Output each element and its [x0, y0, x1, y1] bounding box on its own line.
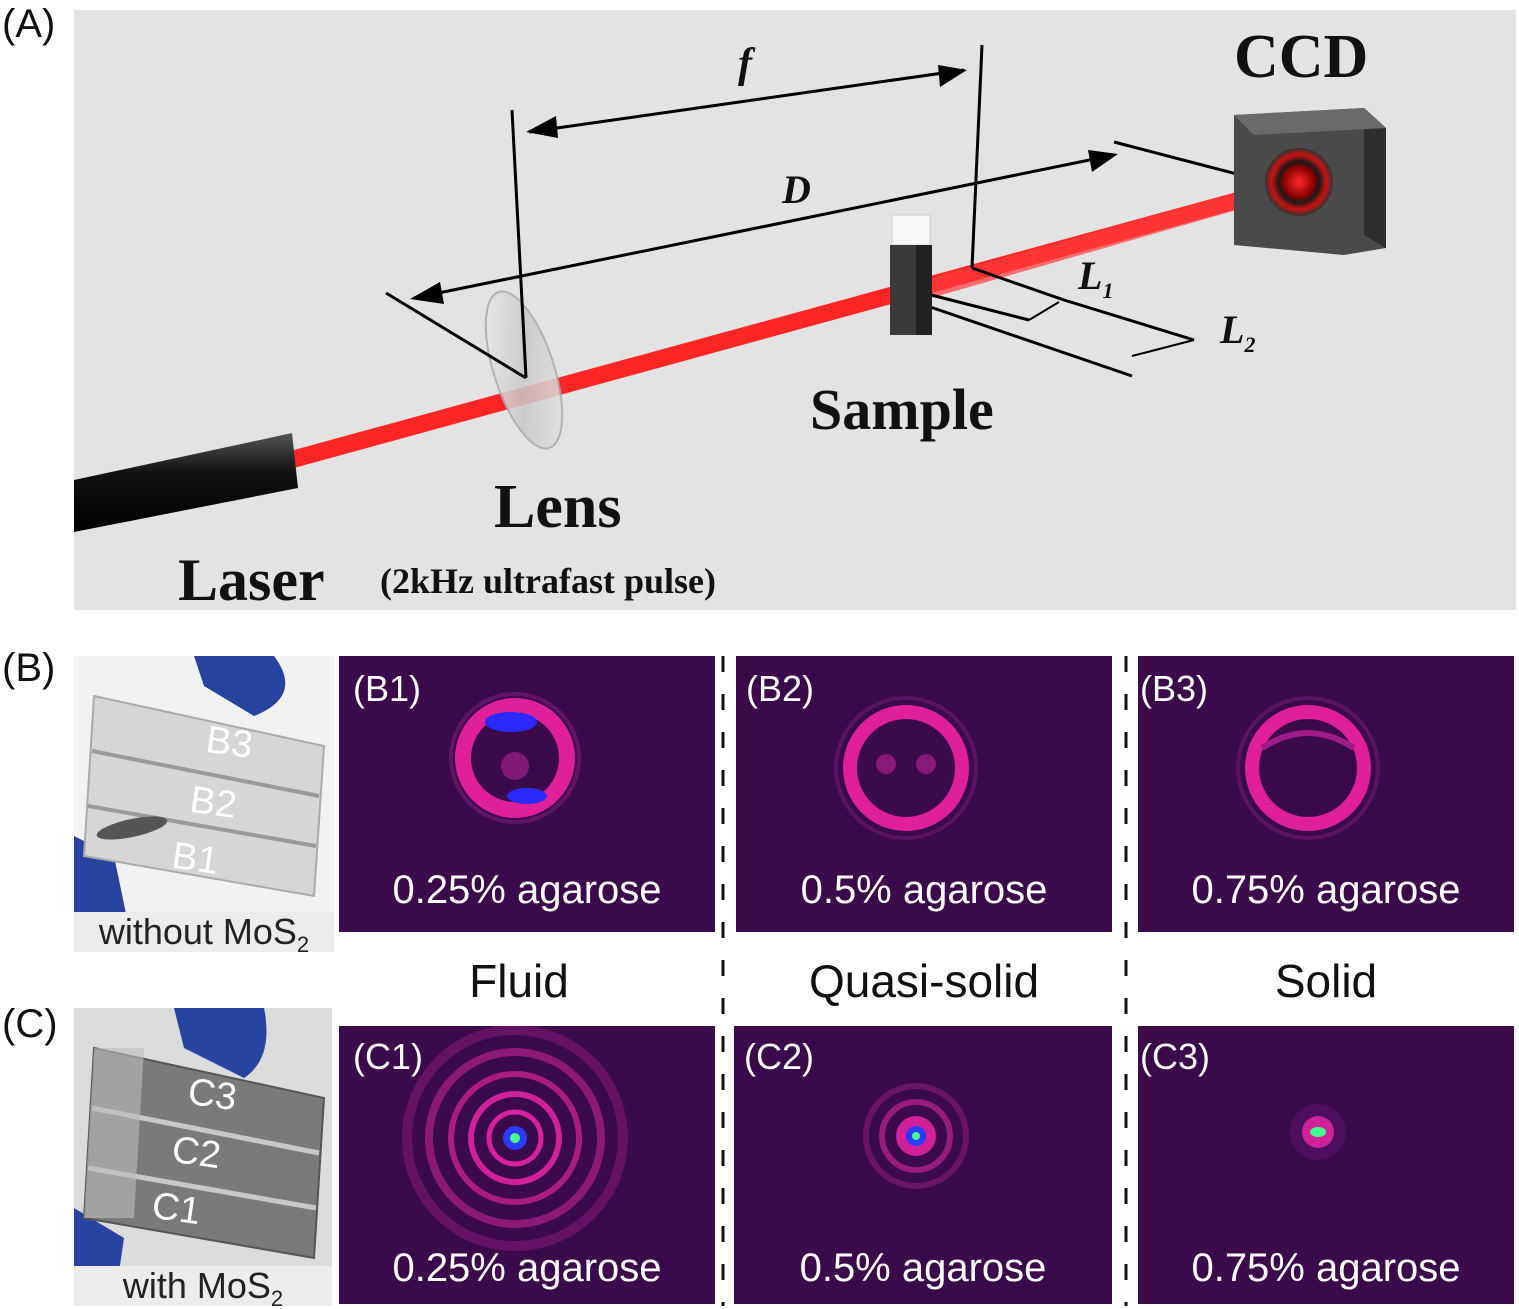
setup-diagram-svg	[74, 44, 1386, 532]
lens-shape	[484, 290, 564, 450]
state-quasi-solid: Quasi-solid	[808, 955, 1040, 1007]
laser-body	[74, 433, 298, 532]
image-label-c1: (C1)	[353, 1036, 423, 1077]
panel-a-letter: (A)	[2, 2, 56, 46]
image-label-c2: (C2)	[744, 1036, 814, 1077]
cell-label-b1: B1	[169, 834, 222, 884]
cell-label-c1: C1	[149, 1184, 204, 1234]
image-label-b3: (B3)	[1140, 668, 1209, 709]
laser-label: Laser	[178, 547, 325, 613]
caption-b3: 0.75% agarose	[1191, 868, 1461, 912]
photo-caption-with-mos2: with MoS2	[74, 1266, 332, 1306]
image-label-c3: (C3)	[1140, 1036, 1210, 1077]
d-label: D	[782, 167, 811, 212]
cuvette-photo-c	[74, 1008, 332, 1306]
l1-label: L1	[1078, 252, 1113, 304]
cell-label-b2: B2	[187, 778, 240, 828]
l2-label-main: L	[1220, 307, 1245, 352]
sample-cuvette-top	[891, 214, 931, 246]
cell-label-c2: C2	[169, 1128, 224, 1178]
caption-b1: 0.25% agarose	[392, 868, 662, 912]
l1-label-sub: 1	[1102, 278, 1114, 303]
sample-label: Sample	[810, 377, 994, 442]
beam-image-c1: (C1) 0.25% agarose	[339, 1026, 715, 1304]
dashed-separator-2	[1124, 656, 1128, 1306]
beam-image-b1: (B1) 0.25% agarose	[339, 656, 715, 932]
cell-label-b3: B3	[203, 718, 256, 768]
photo-without-mos2: B3 B2 B1 without MoS2	[74, 656, 334, 952]
panel-b-letter: (B)	[2, 646, 56, 690]
panel-c-letter: (C)	[2, 1002, 58, 1046]
setup-diagram: CCD Sample Lens Laser (2kHz ultrafast pu…	[74, 10, 1516, 613]
l2-label-sub: 2	[1244, 332, 1256, 357]
beam-image-b2: (B2) 0.5% agarose	[736, 656, 1112, 932]
cell-label-c3: C3	[185, 1070, 240, 1120]
l1-label-main: L	[1078, 253, 1103, 298]
caption-main: with MoS	[122, 1265, 271, 1306]
f-label: f	[738, 41, 752, 87]
image-label-b2: (B2)	[746, 668, 815, 709]
image-label-b1: (B1)	[353, 668, 422, 709]
beam-image-c3: (C3) 0.75% agarose	[1138, 1026, 1514, 1304]
caption-b2: 0.5% agarose	[800, 868, 1048, 912]
state-fluid: Fluid	[469, 955, 569, 1007]
l2-label: L2	[1220, 306, 1255, 358]
photo-caption-without-mos2: without MoS2	[74, 912, 334, 952]
beam-image-c2: (C2) 0.5% agarose	[734, 1026, 1112, 1304]
dashed-separator-1	[721, 656, 725, 1306]
caption-sub: 2	[296, 932, 310, 952]
state-solid: Solid	[1274, 955, 1378, 1007]
pulse-label: (2kHz ultrafast pulse)	[380, 561, 716, 601]
caption-c2: 0.5% agarose	[799, 1246, 1047, 1290]
photo-with-mos2: C3 C2 C1 with MoS2	[74, 1008, 332, 1306]
caption-c1: 0.25% agarose	[392, 1246, 662, 1290]
beam-image-b3: (B3) 0.75% agarose	[1138, 656, 1514, 932]
ccd-sensor	[1265, 148, 1333, 216]
caption-sub: 2	[270, 1286, 284, 1306]
ccd-label: CCD	[1234, 23, 1369, 91]
caption-c3: 0.75% agarose	[1191, 1246, 1461, 1290]
caption-main: without MoS	[98, 911, 297, 952]
lens-label: Lens	[494, 473, 622, 541]
